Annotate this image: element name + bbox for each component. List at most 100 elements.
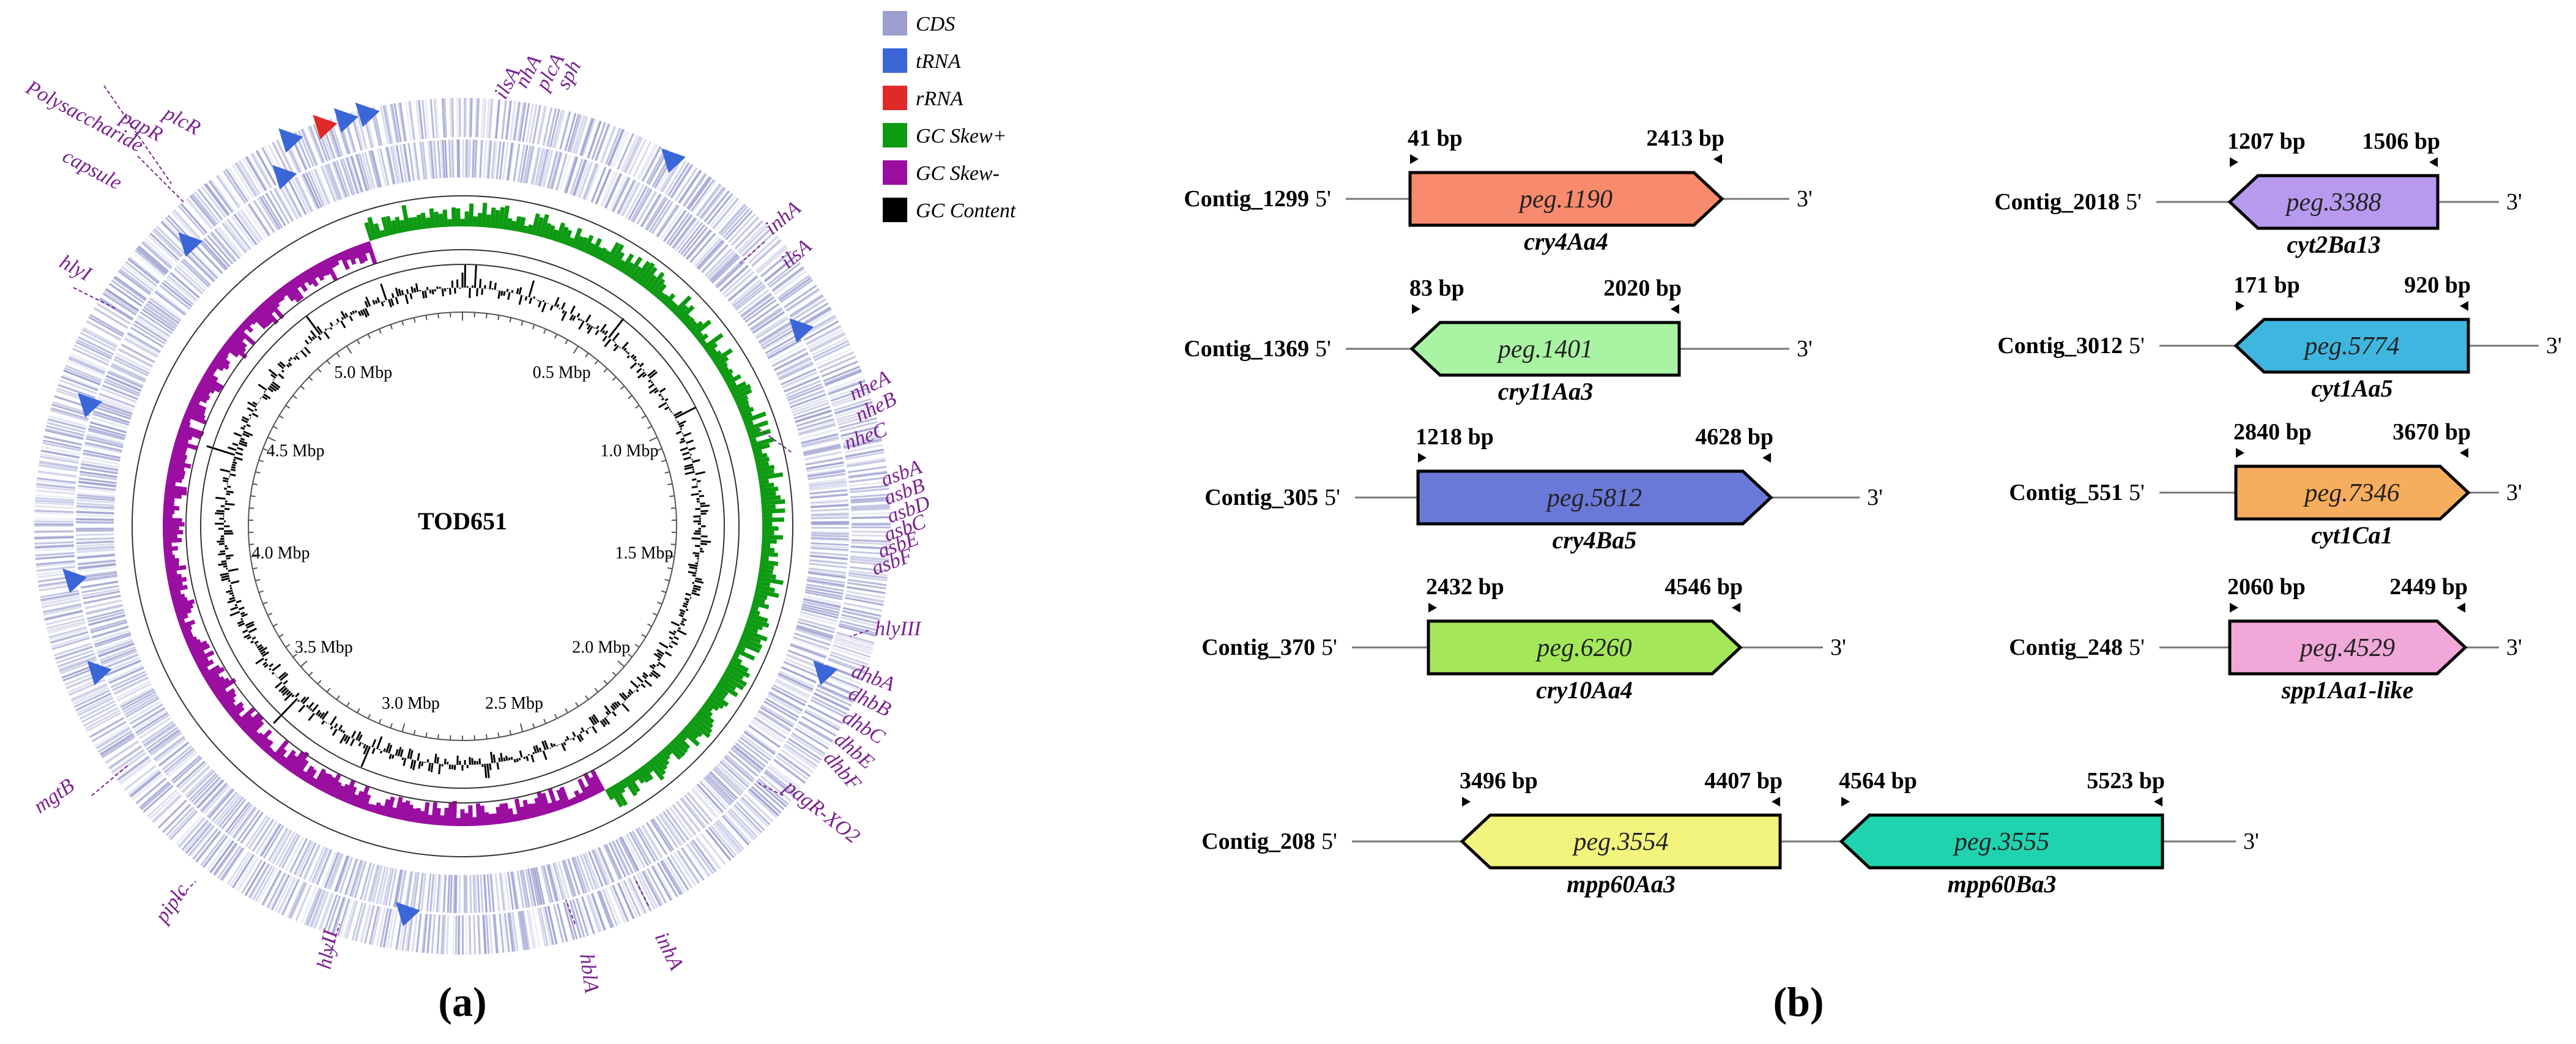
scale-tick-label: 3.0 Mbp <box>382 694 440 713</box>
cds-feature <box>35 490 75 495</box>
gc-skew-positive <box>751 605 759 611</box>
cds-feature <box>588 851 604 887</box>
coordinate-marker <box>2236 448 2244 458</box>
cds-feature <box>196 780 225 809</box>
cds-feature <box>697 184 722 217</box>
cds-feature <box>747 303 780 327</box>
cds-feature <box>65 365 102 381</box>
gc-skew-negative <box>271 293 282 304</box>
cds-feature <box>39 462 78 470</box>
cds-feature <box>817 351 855 370</box>
cds-feature <box>351 860 364 898</box>
cds-feature <box>178 263 207 290</box>
cds-feature <box>339 857 354 893</box>
gc-content-bar <box>388 744 393 754</box>
cds-feature <box>100 387 137 403</box>
scale-tick <box>585 352 589 357</box>
cds-feature <box>100 734 135 757</box>
cds-feature <box>609 886 626 923</box>
gc-content-bar <box>279 361 286 368</box>
gc-content-bar <box>664 406 670 411</box>
gc-skew-negative <box>406 804 414 822</box>
cds-feature <box>847 581 886 590</box>
trna-marker <box>178 232 203 257</box>
cds-feature <box>809 485 847 491</box>
gc-skew-negative <box>534 797 543 816</box>
cds-feature <box>767 766 800 792</box>
cds-feature <box>117 757 150 782</box>
gc-content-bar <box>688 563 698 567</box>
gc-content-bar <box>300 696 306 703</box>
cds-feature <box>542 906 552 946</box>
cds-feature <box>604 173 622 209</box>
gc-content-bar <box>627 694 630 698</box>
cds-feature <box>49 628 88 641</box>
gc-skew-negative <box>184 412 207 425</box>
cds-feature <box>503 913 510 953</box>
cds-feature <box>810 499 848 504</box>
gc-skew-negative <box>278 755 287 766</box>
cds-feature <box>120 688 155 708</box>
cds-feature <box>680 224 706 255</box>
cds-feature <box>539 907 549 947</box>
scale-tick <box>543 718 547 724</box>
cds-feature <box>830 651 869 666</box>
cds-feature <box>249 863 270 899</box>
cds-feature <box>680 847 705 881</box>
gc-skew-positive <box>732 652 740 658</box>
cds-feature <box>119 759 152 785</box>
cds-feature <box>796 626 833 639</box>
gc-content-bar <box>494 283 497 290</box>
cds-feature <box>151 794 182 822</box>
cds-feature <box>596 890 612 928</box>
cds-feature <box>850 487 889 493</box>
cds-feature <box>195 245 223 274</box>
cds-feature <box>574 116 588 154</box>
cds-feature <box>83 449 121 459</box>
cds-feature <box>432 874 437 912</box>
cds-feature <box>253 199 276 233</box>
gc-skew-negative <box>350 794 358 806</box>
scale-tick <box>292 395 297 399</box>
cds-feature <box>488 99 493 138</box>
trna-marker <box>333 108 358 133</box>
cds-feature <box>210 179 235 212</box>
cds-feature <box>346 900 358 939</box>
cds-feature <box>754 783 785 810</box>
cds-feature <box>798 420 835 433</box>
gc-content-bar <box>316 326 323 334</box>
cds-feature <box>176 761 206 788</box>
cds-feature <box>492 914 498 953</box>
cds-feature <box>218 797 244 828</box>
cds-feature <box>404 101 412 141</box>
cds-feature <box>190 250 218 279</box>
gc-skew-negative <box>168 576 187 585</box>
gc-content-bar <box>679 439 686 444</box>
cds-feature <box>741 796 771 826</box>
gc-skew-negative <box>338 783 350 802</box>
cds-feature <box>360 862 372 900</box>
cds-feature <box>50 631 89 644</box>
gc-skew-positive <box>399 220 407 233</box>
contig-name: Contig_370 <box>1201 635 1315 660</box>
cds-feature <box>719 265 749 293</box>
cds-feature <box>321 851 338 887</box>
gc-content-bar <box>680 447 688 452</box>
cds-feature <box>778 363 814 381</box>
cds-feature <box>633 141 652 177</box>
cds-feature <box>236 211 260 244</box>
scale-tick <box>594 688 599 693</box>
cds-feature <box>466 140 469 178</box>
cds-feature <box>76 518 114 521</box>
rrna-marker <box>313 114 338 140</box>
coordinate-label: 1207 bp <box>2227 129 2306 154</box>
gc-content-bar <box>220 550 226 553</box>
gc-skew-positive <box>758 472 784 481</box>
cds-feature <box>774 352 809 372</box>
gc-content-bar <box>686 439 694 444</box>
cds-feature <box>535 867 546 905</box>
gc-content-bar <box>262 395 268 400</box>
cds-feature <box>154 291 186 316</box>
scale-tick <box>485 313 488 319</box>
cds-feature <box>581 896 595 934</box>
